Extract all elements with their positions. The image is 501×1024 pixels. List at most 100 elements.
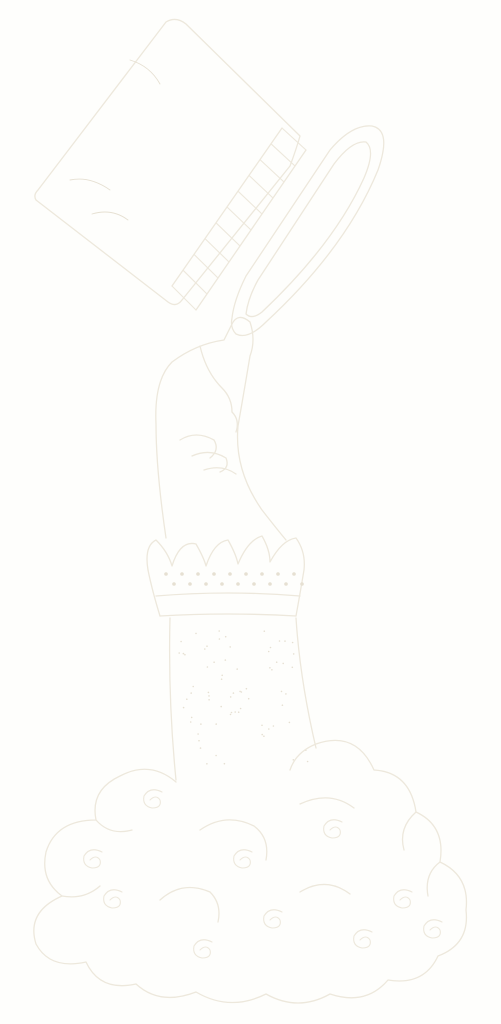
hat-band-stripe bbox=[248, 174, 274, 199]
sleeve-stipple-dot bbox=[208, 695, 210, 697]
sleeve-stipple bbox=[178, 630, 309, 765]
hat-band-stripe bbox=[182, 269, 208, 295]
cuff-jewel bbox=[228, 572, 232, 576]
cuff-jewel bbox=[196, 572, 200, 576]
sleeve-stipple-dot bbox=[199, 747, 202, 749]
sleeve-stipple-dot bbox=[195, 632, 197, 635]
cloud-swirl bbox=[83, 849, 103, 869]
sleeve-stipple-dot bbox=[224, 635, 227, 638]
cuff-base-bottom bbox=[159, 613, 297, 617]
cuff-jewel bbox=[236, 582, 240, 586]
cuff-jewel bbox=[172, 582, 176, 586]
sleeve-stipple-dot bbox=[206, 763, 208, 765]
hat-brim-outer bbox=[230, 125, 385, 337]
sleeve-stipple-dot bbox=[288, 721, 291, 724]
sleeve-stipple-dot bbox=[234, 711, 236, 713]
sleeve-stipple-dot bbox=[284, 640, 286, 642]
hand-knuckle bbox=[231, 411, 238, 433]
cloud-inner-lobe-4 bbox=[299, 797, 355, 809]
sleeve-stipple-dot bbox=[215, 723, 217, 725]
sleeve-right bbox=[295, 617, 317, 749]
cloud-icon bbox=[33, 739, 468, 1004]
sleeve-stipple-dot bbox=[232, 692, 235, 694]
cuff-jewel bbox=[164, 572, 168, 576]
sleeve-stipple-dot bbox=[291, 666, 294, 669]
sleeve-stipple-dot bbox=[182, 652, 185, 655]
cuff-jewel bbox=[244, 572, 248, 576]
cuff-base-top bbox=[155, 592, 301, 597]
sleeve-stipple-dot bbox=[263, 630, 266, 632]
sleeve-stipple-dot bbox=[263, 735, 265, 737]
cloud-inner-lobe-5 bbox=[401, 811, 417, 851]
hat-band-stripe bbox=[215, 222, 241, 247]
hat-band-stripe bbox=[270, 143, 296, 167]
sleeve-stipple-dot bbox=[197, 733, 199, 735]
cloud-swirl bbox=[353, 929, 373, 949]
sleeve-stipple-dot bbox=[206, 645, 208, 647]
sleeve-stipple-dot bbox=[206, 666, 209, 668]
cloud-inner-lobe-7 bbox=[299, 883, 351, 895]
hat-band-stripe bbox=[281, 127, 307, 151]
sleeve-stipple-dot bbox=[190, 716, 193, 719]
sleeve-stipple-dot bbox=[190, 692, 192, 694]
sleeve-stipple-dot bbox=[220, 678, 223, 680]
cuff-jewel bbox=[212, 572, 216, 576]
hand-finger-1 bbox=[179, 434, 217, 459]
cuff-jewel bbox=[180, 572, 184, 576]
cuff-jewel bbox=[204, 582, 208, 586]
sleeve-stipple-dot bbox=[230, 711, 233, 714]
sleeve-stipple-dot bbox=[281, 704, 284, 706]
cloud-inner-lobe-6 bbox=[159, 886, 220, 923]
cloud-swirl bbox=[323, 819, 343, 839]
sleeve-stipple-dot bbox=[192, 685, 194, 688]
cuff-jewel bbox=[220, 582, 224, 586]
sleeve-stipple-dot bbox=[220, 705, 222, 708]
sleeve-stipple-dot bbox=[285, 693, 287, 695]
sleeve-icon bbox=[168, 617, 317, 781]
sleeve-stipple-dot bbox=[229, 646, 231, 648]
crown-cuff-icon bbox=[146, 535, 305, 617]
cuff-left-edge bbox=[147, 569, 161, 617]
cloud-swirl bbox=[103, 889, 123, 909]
hat-band-stripe bbox=[259, 159, 285, 183]
hat-texture bbox=[69, 59, 161, 221]
cuff-jewel bbox=[188, 582, 192, 586]
cloud-swirl bbox=[193, 939, 213, 959]
sleeve-stipple-dot bbox=[247, 697, 250, 700]
sleeve-stipple-dot bbox=[221, 674, 223, 677]
sleeve-stipple-dot bbox=[208, 699, 210, 701]
sleeve-stipple-dot bbox=[291, 641, 294, 644]
sleeve-stipple-dot bbox=[278, 640, 281, 642]
sleeve-stipple-dot bbox=[229, 713, 232, 716]
sleeve-stipple-dot bbox=[267, 650, 270, 653]
sleeve-stipple-dot bbox=[189, 721, 192, 723]
sleeve-stipple-dot bbox=[207, 691, 210, 694]
sleeve-stipple-dot bbox=[224, 659, 227, 661]
cuff-jewel bbox=[260, 572, 264, 576]
cloud-inner-lobe-8 bbox=[426, 861, 441, 897]
cuff-jewel bbox=[284, 582, 288, 586]
sleeve-stipple-dot bbox=[218, 638, 221, 640]
cuff-jewel bbox=[292, 572, 296, 576]
sleeve-stipple-dot bbox=[268, 728, 270, 730]
sleeve-stipple-dot bbox=[245, 687, 248, 690]
sleeve-stipple-dot bbox=[271, 669, 273, 671]
sleeve-stipple-dot bbox=[239, 707, 242, 710]
sleeve-stipple-dot bbox=[229, 696, 232, 698]
sleeve-stipple-dot bbox=[292, 759, 295, 761]
hat-band-stripe bbox=[204, 238, 230, 263]
sleeve-stipple-dot bbox=[236, 668, 238, 670]
sleeve-stipple-dot bbox=[282, 662, 285, 665]
sleeve-stipple-dot bbox=[275, 661, 278, 663]
sleeve-stipple-dot bbox=[269, 667, 271, 669]
hat-band-stripe bbox=[226, 206, 252, 231]
cloud-swirl bbox=[263, 909, 283, 929]
hat-band-stripe bbox=[171, 285, 197, 311]
cloud-inner-lobe-2 bbox=[61, 885, 101, 898]
cuff-right-edge bbox=[295, 569, 305, 617]
hat-crown bbox=[34, 18, 301, 306]
hat-band-stripes bbox=[171, 127, 307, 311]
cuff-jewel bbox=[268, 582, 272, 586]
hat-band-stripe bbox=[237, 190, 263, 215]
